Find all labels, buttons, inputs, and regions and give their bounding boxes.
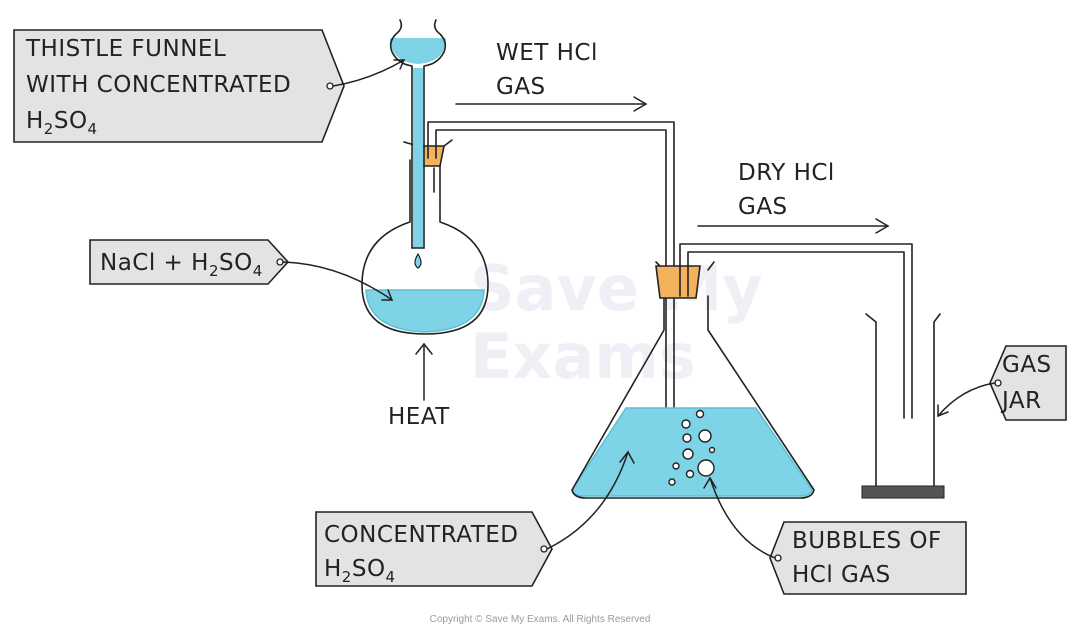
watermark-line2: Exams: [470, 320, 696, 393]
funnel-label-line1: THISTLE FUNNEL: [25, 36, 226, 62]
wet-gas-label-line2: GAS: [496, 74, 546, 100]
gas-jar-base: [861, 485, 945, 499]
heat-label: HEAT: [388, 404, 450, 430]
gas-jar: [861, 313, 945, 499]
delivery-tube-dry: [679, 243, 913, 419]
funnel-liquid: [390, 38, 446, 64]
bubbles-label-line1: BUBBLES OF: [792, 528, 942, 554]
label-thistle-funnel: THISTLE FUNNEL WITH CONCENTRATED H2SO4: [13, 29, 406, 143]
label-bubbles: BUBBLES OF HCl GAS: [703, 476, 967, 595]
heat-arrow: [415, 342, 433, 401]
conical-stopper: [655, 265, 701, 299]
reactants-label: NaCl + H2SO4: [100, 250, 263, 280]
gas-bubbles: [668, 409, 716, 486]
bubbles-label-line2: HCl GAS: [792, 562, 891, 588]
watermark-line1: Save My: [470, 252, 763, 325]
conical-body: [571, 295, 815, 499]
label-drying-agent: CONCENTRATED H2SO4: [315, 450, 635, 587]
round-bottom-flask: [361, 139, 489, 335]
acid-drop: [414, 252, 422, 269]
wet-gas-arrow: [455, 96, 648, 112]
wet-gas-label-line1: WET HCl: [496, 40, 598, 66]
funnel-label-line2: WITH CONCENTRATED: [26, 72, 291, 98]
dry-gas-arrow: [697, 218, 890, 234]
dry-gas-label-line1: DRY HCl: [738, 160, 835, 186]
label-reactants: NaCl + H2SO4: [89, 239, 394, 301]
copyright-notice: Copyright © Save My Exams. All Rights Re…: [430, 614, 651, 625]
gas-jar-label-line2: JAR: [1000, 388, 1042, 414]
drying-agent-label-line1: CONCENTRATED: [324, 522, 519, 548]
watermark: Save My Exams: [470, 252, 763, 393]
gas-jar-label-line1: GAS: [1002, 352, 1052, 378]
drying-agent-label-formula: H2SO4: [324, 556, 396, 586]
thistle-funnel: [389, 19, 447, 269]
dry-gas-label-line2: GAS: [738, 194, 788, 220]
flask-liquid: [365, 289, 485, 333]
flask-body: [361, 199, 489, 335]
label-gas-jar: GAS JAR: [937, 345, 1067, 421]
funnel-label-formula: H2SO4: [26, 108, 98, 138]
funnel-stem-liquid: [413, 68, 423, 248]
